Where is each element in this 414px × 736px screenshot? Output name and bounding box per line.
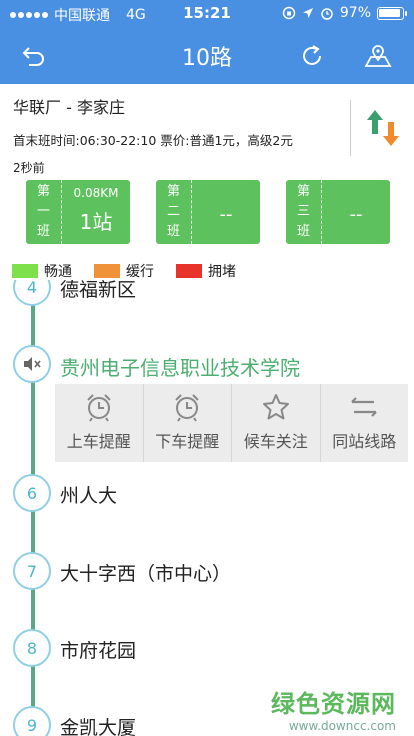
update-time: 2秒前 [13, 161, 45, 175]
bus-card-2[interactable]: 第 二 班 -- [156, 180, 260, 244]
traffic-legend: 畅通 缓行 拥堵 [12, 262, 258, 280]
bus-distance: 0.08KM [73, 186, 119, 200]
station-row[interactable]: 4 德福新区 [0, 280, 414, 308]
page-title: 10路 [182, 46, 232, 71]
station-list[interactable]: 4 德福新区 贵州电子信息职业技术学院 上车提醒 下车提醒 候车关注 [0, 280, 414, 736]
action-label: 上车提醒 [66, 432, 131, 451]
legend-label: 畅通 [44, 264, 72, 280]
refresh-button[interactable] [294, 38, 330, 74]
station-number: 7 [13, 552, 51, 590]
legend-item: 畅通 [12, 261, 72, 281]
label-char: 一 [36, 204, 50, 219]
watermark-url: www.downcc.com [288, 719, 396, 733]
alarm-clock-icon [87, 394, 111, 422]
station-row[interactable]: 6 州人大 [0, 474, 414, 514]
schedule-fare: 首末班时间:06:30-22:10 票价:普通1元，高级2元 [13, 133, 293, 148]
legend-label: 缓行 [126, 264, 154, 280]
station-row[interactable]: 9 金凯大厦 [0, 706, 414, 736]
station-name: 德福新区 [60, 280, 137, 301]
signal-icon [10, 12, 48, 18]
label-char: 第 [36, 184, 50, 199]
legend-item: 缓行 [94, 261, 154, 281]
map-button[interactable] [360, 38, 396, 74]
label-char: 第 [166, 184, 180, 199]
label-char: 班 [166, 224, 180, 239]
station-row[interactable]: 7 大十字西（市中心） [0, 552, 414, 592]
status-bar: 中国联通 4G 15:21 97% [0, 0, 414, 28]
station-row[interactable]: 8 市府花园 [0, 629, 414, 669]
legend-item: 拥堵 [176, 261, 236, 281]
station-name: 州人大 [60, 485, 118, 507]
station-name: 市府花园 [60, 640, 137, 662]
action-label: 候车关注 [243, 432, 308, 451]
bus-card-1[interactable]: 第 一 班 0.08KM 1站 [26, 180, 130, 244]
action-label: 下车提醒 [155, 432, 220, 451]
orientation-lock-icon [282, 6, 296, 20]
label-char: 班 [296, 224, 310, 239]
network-type: 4G [126, 7, 146, 23]
bus-stops-away: 1站 [79, 210, 113, 234]
station-number: 9 [13, 706, 51, 736]
battery-icon [377, 6, 407, 20]
watermark: 绿色资源网 www.downcc.com [271, 684, 396, 733]
watermark-title: 绿色资源网 [271, 690, 396, 718]
label-char: 第 [296, 184, 310, 199]
bus-none: -- [349, 204, 363, 225]
label-char: 三 [296, 204, 310, 219]
label-char: 二 [166, 204, 180, 219]
station-number: 6 [13, 474, 51, 512]
station-row-selected[interactable]: 贵州电子信息职业技术学院 [0, 345, 414, 385]
same-station-lines-button[interactable]: 同站线路 [321, 384, 409, 462]
map-pin-icon [364, 45, 392, 67]
route-direction: 华联厂 - 李家庄 [13, 98, 125, 117]
station-number: 8 [13, 629, 51, 667]
nav-bar: 10路 [0, 28, 414, 84]
bus-card-3[interactable]: 第 三 班 -- [286, 180, 390, 244]
back-icon [22, 47, 44, 66]
clock: 15:21 [183, 4, 231, 22]
action-label: 同站线路 [332, 432, 397, 451]
label-char: 班 [36, 224, 50, 239]
station-muted-icon [13, 345, 51, 383]
legend-swatch [94, 264, 120, 278]
switch-direction-button[interactable] [350, 100, 414, 156]
station-number: 4 [13, 280, 51, 306]
alarm-icon [321, 8, 333, 20]
legend-swatch [12, 264, 38, 278]
bus-none: -- [219, 204, 233, 225]
location-icon [302, 8, 313, 18]
alight-reminder-button[interactable]: 下车提醒 [144, 384, 232, 462]
battery-percent: 97% [339, 5, 371, 21]
station-name: 大十字西（市中心） [60, 563, 232, 585]
station-name: 贵州电子信息职业技术学院 [60, 356, 300, 380]
refresh-icon [303, 45, 321, 65]
legend-label: 拥堵 [208, 264, 236, 280]
follow-station-button[interactable]: 候车关注 [232, 384, 321, 462]
legend-swatch [176, 264, 202, 278]
carrier: 中国联通 [54, 8, 110, 24]
route-info: 华联厂 - 李家庄 首末班时间:06:30-22:10 票价:普通1元，高级2元… [0, 84, 414, 262]
arrival-cards: 第 一 班 0.08KM 1站 第 二 班 -- 第 三 班 [26, 180, 396, 244]
station-actions: 上车提醒 下车提醒 候车关注 同站线路 [55, 384, 408, 462]
header: 中国联通 4G 15:21 97% 10路 [0, 0, 414, 84]
star-icon [262, 394, 289, 420]
bus-card-label: 第 三 班 [286, 180, 322, 244]
swap-direction-icon [367, 110, 399, 146]
bus-card-label: 第 二 班 [156, 180, 192, 244]
back-button[interactable] [16, 38, 52, 74]
board-reminder-button[interactable]: 上车提醒 [55, 384, 144, 462]
bus-card-label: 第 一 班 [26, 180, 62, 244]
station-name: 金凯大厦 [60, 717, 137, 736]
transfer-icon [351, 397, 378, 417]
alarm-clock-icon [175, 394, 199, 422]
